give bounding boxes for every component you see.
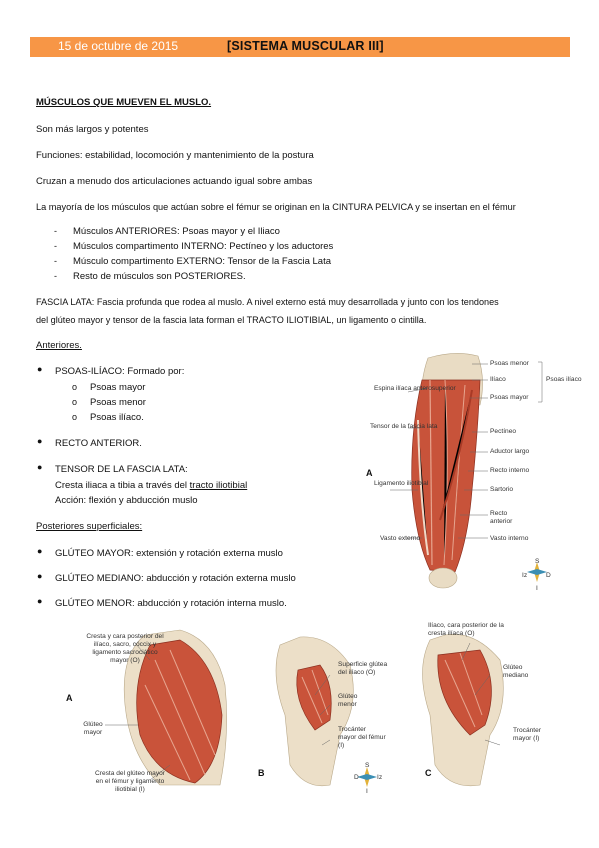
- underlined-term: tracto iliotibial: [189, 480, 248, 491]
- figure-label: Recto anterior: [490, 510, 513, 525]
- bullet-dot: ●: [37, 436, 43, 446]
- figure-label: Psoas menor: [490, 360, 529, 367]
- figure-label: Recto interno: [490, 467, 530, 474]
- dash-bullet: -: [54, 271, 57, 281]
- figure-label: Glúteo mayor: [83, 721, 103, 736]
- dash-bullet: -: [54, 241, 57, 251]
- figure-label: Vasto interno: [490, 535, 529, 542]
- header-title: [SISTEMA MUSCULAR III]: [227, 39, 384, 53]
- figure-label: Vasto externo: [380, 535, 421, 542]
- figure-label: Glúteo menor: [338, 693, 358, 708]
- paragraph: La mayoría de los músculos que actúan so…: [36, 202, 516, 212]
- paragraph: Cruzan a menudo dos articulaciones actua…: [36, 176, 313, 187]
- list-item: RECTO ANTERIOR.: [55, 438, 142, 449]
- section-heading: MÚSCULOS QUE MUEVEN EL MUSLO.: [36, 97, 212, 108]
- bullet-dot: ●: [37, 462, 43, 472]
- figure-label: Glúteo mediano: [503, 664, 529, 679]
- sub-item: Psoas mayor: [90, 382, 146, 393]
- sub-item: Psoas menor: [90, 397, 146, 408]
- figure-label: Aductor largo: [490, 448, 530, 455]
- bullet-dot: ●: [37, 546, 43, 556]
- figure-label: Sartorio: [490, 486, 514, 493]
- figure-label: Psoas mayor: [490, 394, 529, 401]
- paragraph: Funciones: estabilidad, locomoción y man…: [36, 150, 314, 161]
- figure-label: Trocánter mayor del fémur (I): [338, 726, 386, 749]
- header-bar: 15 de octubre de 2015 [SISTEMA MUSCULAR …: [30, 37, 570, 57]
- text-line: Acción: flexión y abducción muslo: [55, 495, 198, 506]
- compass-iz: Iz: [522, 572, 528, 579]
- figure-label: Tensor de la fascia lata: [370, 423, 438, 430]
- paragraph: Son más largos y potentes: [36, 124, 149, 135]
- paragraph: FASCIA LATA: Fascia profunda que rodea a…: [36, 297, 499, 307]
- compass-i: I: [536, 585, 538, 592]
- gluteus-illustrations: [105, 629, 504, 787]
- section-heading: Anteriores.: [36, 340, 82, 351]
- figure-letter: A: [66, 693, 73, 703]
- compass-d: D: [354, 774, 359, 781]
- header-date: 15 de octubre de 2015: [58, 39, 179, 53]
- figure-label: Cresta del glúteo mayor en el fémur y li…: [94, 770, 165, 793]
- list-item: Resto de músculos son POSTERIORES.: [73, 271, 246, 282]
- section-heading: Posteriores superficiales:: [36, 521, 143, 532]
- figure-group-label: Psoas ilíaco: [546, 376, 582, 383]
- figure-label: Espina ilíaca anterosuperior: [374, 385, 456, 392]
- circle-bullet: o: [72, 412, 78, 422]
- list-item: Músculos ANTERIORES: Psoas mayor y el Il…: [73, 226, 280, 237]
- figure-label: Ligamento iliotibial: [374, 480, 429, 487]
- dash-bullet: -: [54, 256, 57, 266]
- list-item: GLÚTEO MAYOR: extensión y rotación exter…: [55, 548, 283, 559]
- figure-label: Trocánter mayor (I): [513, 727, 541, 742]
- figure-label: Ilíaco, cara posterior de la cresta ilía…: [428, 622, 504, 637]
- text-part: Cresta iliaca a tibia a través del: [55, 480, 190, 491]
- list-item: GLÚTEO MEDIANO: abducción y rotación ext…: [55, 573, 296, 584]
- circle-bullet: o: [72, 382, 78, 392]
- list-item: TENSOR DE LA FASCIA LATA:: [55, 464, 188, 475]
- circle-bullet: o: [72, 397, 78, 407]
- paragraph: del glúteo mayor y tensor de la fascia l…: [36, 315, 427, 325]
- bullet-dot: ●: [37, 364, 43, 374]
- text-line: Cresta iliaca a tibia a través del tract…: [55, 480, 247, 491]
- compass-iz: Iz: [377, 774, 383, 781]
- compass-i: I: [366, 788, 368, 795]
- compass-d: D: [546, 572, 551, 579]
- dash-bullet: -: [54, 226, 57, 236]
- list-item: Músculo compartimento EXTERNO: Tensor de…: [73, 256, 332, 267]
- figure-letter: A: [366, 468, 373, 478]
- bullet-dot: ●: [37, 571, 43, 581]
- list-item: GLÚTEO MENOR: abducción y rotación inter…: [55, 598, 287, 609]
- figure-letter: C: [425, 768, 432, 778]
- figure-label: Superficie glútea del ilíaco (O): [338, 661, 388, 676]
- compass-s: S: [365, 762, 370, 769]
- list-item: PSOAS-ILÍACO: Formado por:: [55, 366, 185, 377]
- thigh-muscles-illustration: [390, 353, 547, 589]
- compass-s: S: [535, 558, 540, 565]
- figure-label: Ilíaco: [490, 376, 506, 383]
- figure-label: Pectíneo: [490, 428, 517, 435]
- figure-label: Cresta y cara posterior del ilíaco, sacr…: [86, 633, 164, 664]
- bullet-dot: ●: [37, 596, 43, 606]
- list-item: Músculos compartimento INTERNO: Pectíneo…: [73, 241, 334, 252]
- sub-item: Psoas ilíaco.: [90, 412, 144, 423]
- figure-letter: B: [258, 768, 265, 778]
